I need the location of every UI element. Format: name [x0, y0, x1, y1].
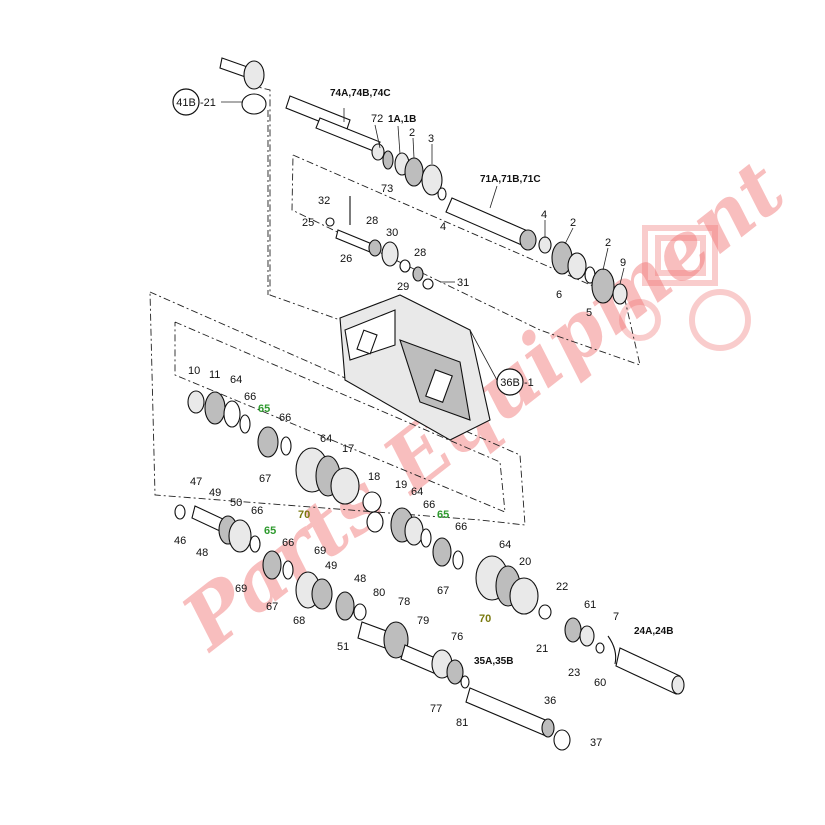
part-label: 19 — [395, 479, 407, 491]
callout-36b[interactable]: 36B -1 — [496, 368, 534, 396]
part-label: 49 — [325, 560, 337, 572]
part-label: 67 — [437, 585, 449, 597]
part-label: 77 — [430, 703, 442, 715]
part-label: 23 — [568, 667, 580, 679]
part-label: 21 — [536, 643, 548, 655]
part-label: 7 — [613, 611, 619, 623]
part-label: 69 — [235, 583, 247, 595]
leader-lines — [221, 101, 625, 383]
part-label: 76 — [451, 631, 463, 643]
part-label: 35A,35B — [474, 656, 513, 667]
part-label: 11 — [209, 369, 220, 381]
part-label: 24A,24B — [634, 626, 673, 637]
part-label: 64 — [499, 539, 511, 551]
part-label: 46 — [174, 535, 186, 547]
part-label: 22 — [556, 581, 568, 593]
part-label: 66 — [279, 412, 291, 424]
part-label: 10 — [188, 365, 200, 377]
part-label: 30 — [386, 227, 398, 239]
part-label: 66 — [244, 391, 256, 403]
part-label: 66 — [251, 505, 263, 517]
part-label: 2 — [570, 217, 576, 229]
part-label: 28 — [366, 215, 378, 227]
gear-row-lower-right — [366, 507, 685, 695]
pin-group — [325, 196, 434, 290]
part-label: 37 — [590, 737, 602, 749]
part-label: 73 — [381, 183, 393, 195]
part-label: 79 — [417, 615, 429, 627]
part-label: 74A,74B,74C — [330, 88, 391, 99]
callout-label: 36B — [500, 377, 520, 389]
part-label: 67 — [266, 601, 278, 613]
part-label: 31 — [457, 277, 469, 289]
output-shaft — [465, 687, 571, 751]
part-label: 64 — [320, 433, 332, 445]
callout-suffix: -1 — [524, 377, 534, 389]
part-label: 48 — [354, 573, 366, 585]
part-label: 20 — [519, 556, 531, 568]
part-label: 29 — [397, 281, 409, 293]
part-label: 67 — [259, 473, 271, 485]
part-label: 65 — [437, 509, 449, 521]
part-labels: 74A,74B,74C 72 1A,1B 2 3 73 4 71A,71B,71… — [174, 88, 673, 749]
gear-row-lower-left — [174, 504, 470, 689]
part-label: 9 — [620, 257, 626, 269]
part-label: 64 — [230, 374, 242, 386]
callout-suffix: -21 — [200, 97, 216, 109]
part-label: 72 — [371, 113, 383, 125]
part-label: 2 — [409, 127, 415, 139]
part-label: 66 — [282, 537, 294, 549]
part-label: 70 — [479, 613, 491, 625]
part-label: 64 — [411, 486, 423, 498]
part-label: 28 — [414, 247, 426, 259]
part-label: 69 — [314, 545, 326, 557]
part-label: 66 — [455, 521, 467, 533]
callout-circle — [172, 88, 200, 116]
part-label: 65 — [258, 403, 270, 415]
part-label: 4 — [541, 209, 547, 221]
part-label: 70 — [298, 509, 310, 521]
part-label: 2 — [605, 237, 611, 249]
input-shaft — [219, 57, 381, 153]
part-label: 26 — [340, 253, 352, 265]
part-label: 50 — [230, 497, 242, 509]
part-label: 65 — [264, 525, 276, 537]
part-label: 6 — [556, 289, 562, 301]
callout-41b[interactable]: 41B -21 — [172, 88, 216, 116]
part-label: 36 — [544, 695, 556, 707]
main-shaft — [445, 197, 628, 305]
part-label: 71A,71B,71C — [480, 174, 541, 185]
bearing-set-top — [371, 143, 447, 201]
part-label: 5 — [586, 307, 592, 319]
part-label: 80 — [373, 587, 385, 599]
part-label: 61 — [584, 599, 596, 611]
part-label: 48 — [196, 547, 208, 559]
part-label: 51 — [337, 641, 349, 653]
part-label: 78 — [398, 596, 410, 608]
part-label: 47 — [190, 476, 202, 488]
tractor-watermark-icon — [619, 225, 751, 351]
callout-label: 41B — [176, 97, 196, 109]
part-label: 4 — [440, 221, 446, 233]
callout-circle — [496, 368, 524, 396]
part-label: 32 — [318, 195, 330, 207]
part-label: 3 — [428, 133, 434, 145]
part-label: 66 — [423, 499, 435, 511]
part-label: 25 — [302, 217, 314, 229]
part-label: 68 — [293, 615, 305, 627]
part-label: 18 — [368, 471, 380, 483]
transmission-housing — [339, 294, 491, 441]
part-label: 81 — [456, 717, 468, 729]
part-label: 1A,1B — [388, 114, 416, 125]
gear-row-upper — [187, 390, 382, 513]
part-label: 49 — [209, 487, 221, 499]
part-label: 60 — [594, 677, 606, 689]
part-label: 17 — [342, 443, 354, 455]
